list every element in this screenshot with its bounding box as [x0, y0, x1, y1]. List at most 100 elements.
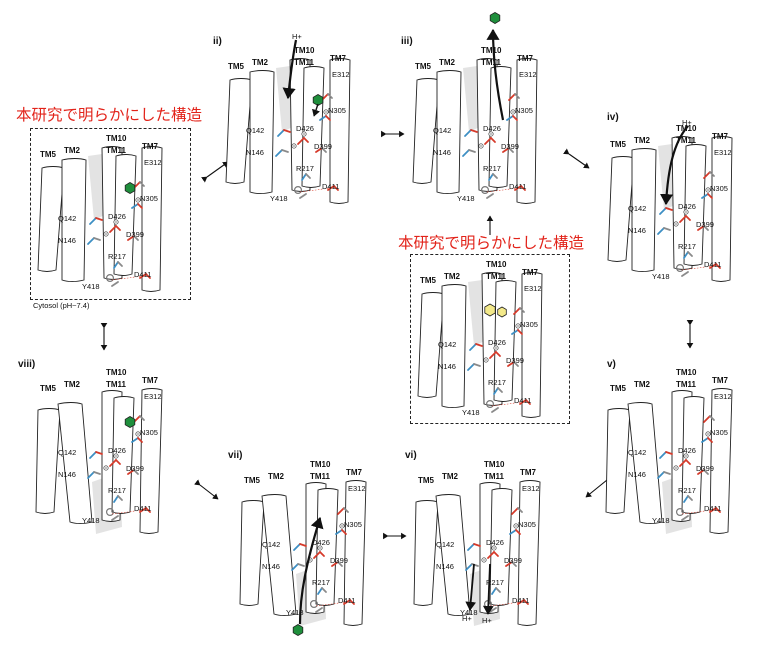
residue-side-chain [505, 561, 513, 567]
residue-side-chain [473, 543, 481, 547]
residue-y418-label: Y418 [462, 408, 480, 417]
residue-r217-label: R217 [312, 578, 330, 587]
tm2-helix [261, 494, 297, 616]
residue-d399-label: D399 [696, 464, 714, 473]
hexagon-substrate-icon [292, 624, 304, 636]
residue-side-chain [507, 361, 515, 367]
tm11-label: TM11 [294, 58, 315, 67]
residue-side-chain [113, 261, 119, 269]
residue-d426-label: D426 [678, 202, 696, 211]
residue-y418-label: Y418 [82, 516, 100, 525]
residue-side-chain [109, 225, 117, 233]
residue-side-chain [315, 607, 323, 613]
transporter-diagram [412, 12, 538, 204]
residue-n146-label: N146 [58, 236, 76, 245]
residue-side-chain [703, 469, 709, 475]
tm2-label: TM2 [634, 136, 650, 145]
tm7-label: TM7 [330, 54, 346, 63]
tm10-label: TM10 [310, 460, 331, 469]
residue-side-chain [520, 185, 526, 191]
substrate-entry-arrow [298, 516, 324, 625]
proton-label: H+ [482, 616, 492, 625]
residue-side-chain [490, 137, 496, 143]
residue-side-chain [343, 599, 351, 605]
double-arrow-icon [585, 474, 613, 498]
hydrogen-bond [111, 275, 143, 281]
residue-side-chain [488, 173, 494, 181]
tm2-label: TM2 [439, 58, 455, 67]
residue-side-chain [87, 237, 95, 245]
transporter-diagram [35, 388, 163, 534]
residue-side-chain [519, 399, 527, 405]
tm10-label: TM10 [676, 368, 697, 377]
transporter-diagram [37, 146, 163, 292]
center-highlight-box [410, 254, 570, 424]
panel-label-vi: vi) [405, 450, 417, 461]
tm7-helix [711, 136, 733, 282]
hexagon-substrate-icon [484, 303, 496, 317]
residue-side-chain [493, 551, 499, 557]
tm5-label: TM5 [418, 476, 434, 485]
hydrogen-bond [681, 509, 713, 515]
tm2-helix [436, 70, 462, 194]
residue-side-chain [511, 561, 517, 567]
tm11-helix [488, 66, 512, 188]
tm5-label: TM5 [244, 476, 260, 485]
residue-side-chain [701, 193, 709, 199]
residue-d426-label: D426 [312, 538, 330, 547]
residue-side-chain [297, 563, 305, 567]
tm7-label: TM7 [142, 376, 158, 385]
tm10-label: TM10 [106, 134, 127, 143]
proton-entry-arrow [282, 39, 298, 100]
residue-d426-label: D426 [488, 338, 506, 347]
residue-side-chain [519, 307, 525, 313]
transporter-diagram [607, 125, 733, 282]
residue-d399-label: D399 [506, 356, 524, 365]
residue-side-chain [513, 361, 519, 367]
residue-d411-label: D411 [509, 182, 527, 191]
double-arrow-icon [194, 479, 219, 500]
residue-side-chain [508, 147, 514, 153]
tm10-label: TM10 [294, 46, 315, 55]
residue-side-chain [299, 543, 307, 547]
hexagon-substrate-icon [489, 12, 501, 24]
residue-side-chain [703, 171, 711, 179]
substrate-shift-arrow [312, 103, 320, 117]
tm5-helix [605, 408, 631, 514]
tm5-helix [412, 78, 440, 184]
residue-side-chain [89, 451, 97, 459]
residue-d399-label: D399 [696, 220, 714, 229]
tm2-helix [61, 158, 87, 282]
residue-q142-label: Q142 [58, 214, 77, 223]
tm7-helix [141, 146, 163, 292]
tm2-label: TM2 [64, 146, 80, 155]
residue-side-chain [321, 587, 327, 593]
residue-side-chain [514, 185, 522, 191]
tm5-label: TM5 [415, 62, 431, 71]
residue-r217-label: R217 [108, 252, 126, 261]
residue-side-chain [111, 281, 119, 287]
tm5-label: TM5 [40, 150, 56, 159]
residue-side-chain [506, 115, 514, 121]
residue-side-chain [319, 115, 327, 121]
transporter-diagram [605, 388, 733, 534]
residue-side-chain [117, 261, 123, 267]
residue-side-chain [679, 459, 687, 467]
residue-d426-label: D426 [486, 538, 504, 547]
residue-side-chain [93, 471, 101, 475]
residue-side-chain [319, 551, 325, 557]
tm11-label: TM11 [486, 272, 507, 281]
residue-d399-label: D399 [504, 556, 522, 565]
tm5-label: TM5 [40, 384, 56, 393]
residue-side-chain [681, 271, 689, 277]
residue-side-chain [277, 129, 285, 137]
residue-side-chain [492, 173, 498, 179]
proton-label: H+ [292, 32, 302, 41]
residue-side-chain [313, 551, 321, 559]
residue-side-chain [303, 137, 309, 143]
residue-side-chain [301, 173, 307, 181]
residue-side-chain [127, 469, 135, 475]
tm2-helix [631, 148, 657, 272]
